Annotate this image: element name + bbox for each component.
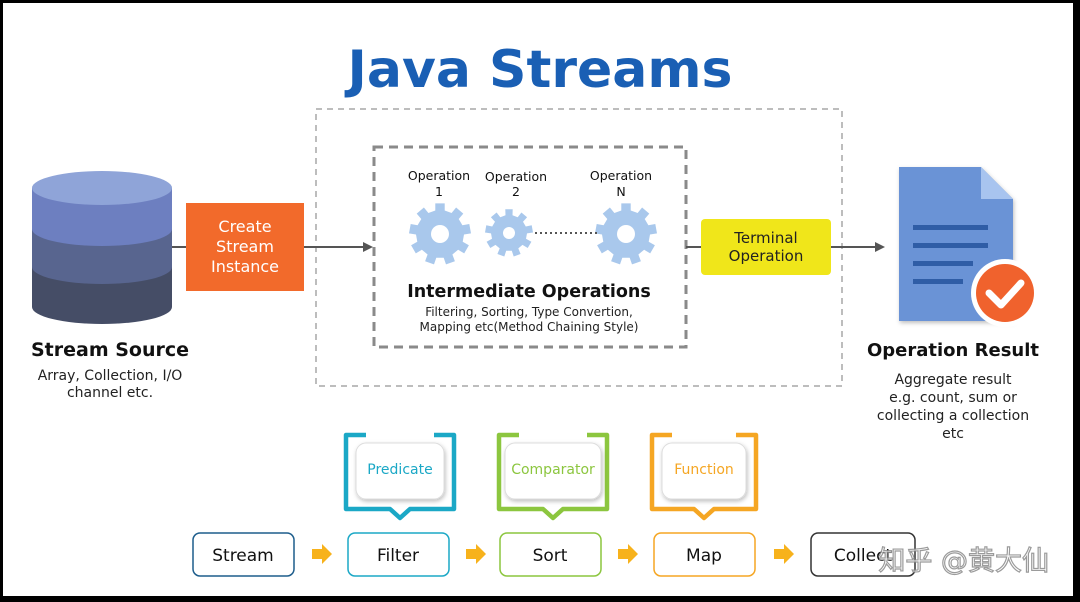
- create-line3: Instance: [211, 257, 279, 276]
- result-heading: Operation Result: [867, 340, 1039, 361]
- result-desc-line2: e.g. count, sum or: [889, 390, 1017, 406]
- op2-label-line2: 2: [512, 184, 520, 199]
- pipeline-collect-label: Collect: [834, 546, 893, 566]
- source-desc-line2: channel etc.: [67, 385, 153, 401]
- terminal-line1: Terminal: [733, 229, 797, 247]
- pipeline-filter-label: Filter: [377, 546, 419, 566]
- create-stream-box: [186, 203, 304, 291]
- yellow-arrow-icon: [466, 544, 486, 564]
- result-desc-line3: collecting a collection: [877, 408, 1029, 424]
- gear-1-icon-hole: [431, 225, 449, 243]
- intermediate-desc-line2: Mapping etc(Method Chaining Style): [420, 320, 639, 334]
- diagram-svg: Java Streams Stream Source Array, Collec…: [31, 40, 1050, 578]
- source-desc-line1: Array, Collection, I/O: [38, 368, 183, 384]
- intermediate-heading: Intermediate Operations: [407, 282, 651, 302]
- watermark: 知乎 @黄大仙: [878, 546, 1049, 577]
- callout-predicate-outline: [343, 432, 457, 521]
- pipeline-collect: Collect: [810, 532, 916, 577]
- pipeline-stream: Stream: [192, 532, 295, 577]
- gear-n-icon-hole: [617, 225, 635, 243]
- pipeline-sort: Sort: [499, 532, 602, 577]
- yellow-arrow-icon: [618, 544, 638, 564]
- opN-label-line2: N: [616, 184, 625, 199]
- create-line2: Stream: [216, 237, 274, 256]
- callout-comparator-label: Comparator: [511, 462, 595, 478]
- terminal-operation-box: [701, 219, 831, 275]
- callout-function-label: Function: [674, 462, 734, 478]
- pipeline-stream-label: Stream: [212, 546, 274, 566]
- yellow-arrow-icon: [312, 544, 332, 564]
- pipeline-sort-label: Sort: [533, 546, 568, 566]
- result-desc-line1: Aggregate result: [894, 372, 1012, 388]
- pipeline-map: Map: [653, 532, 756, 577]
- intermediate-desc-line1: Filtering, Sorting, Type Convertion,: [425, 305, 633, 319]
- yellow-arrow-icon: [774, 544, 794, 564]
- create-line1: Create: [218, 217, 271, 236]
- pipeline-filter: Filter: [347, 532, 450, 577]
- check-badge-icon: [971, 259, 1039, 327]
- callout-function-outline: [649, 432, 759, 521]
- result-desc-line4: etc: [942, 426, 964, 442]
- op1-label-line1: Operation: [408, 168, 470, 183]
- callout-predicate: Predicate: [343, 432, 457, 521]
- callout-predicate-label: Predicate: [367, 462, 432, 478]
- page-title: Java Streams: [345, 40, 733, 100]
- callout-function: Function: [649, 432, 759, 521]
- diagram-canvas: Java Streams Stream Source Array, Collec…: [3, 3, 1073, 596]
- callout-comparator-outline: [496, 432, 610, 521]
- op2-label-line1: Operation: [485, 169, 547, 184]
- callout-comparator: Comparator: [496, 432, 610, 521]
- terminal-line2: Operation: [729, 247, 804, 265]
- source-heading: Stream Source: [31, 339, 189, 361]
- opN-label-line1: Operation: [590, 168, 652, 183]
- gear-group: [409, 203, 657, 265]
- gear-2-icon-hole: [503, 227, 515, 239]
- op1-label-line2: 1: [435, 184, 443, 199]
- database-icon: [32, 171, 172, 324]
- pipeline-map-label: Map: [686, 546, 722, 566]
